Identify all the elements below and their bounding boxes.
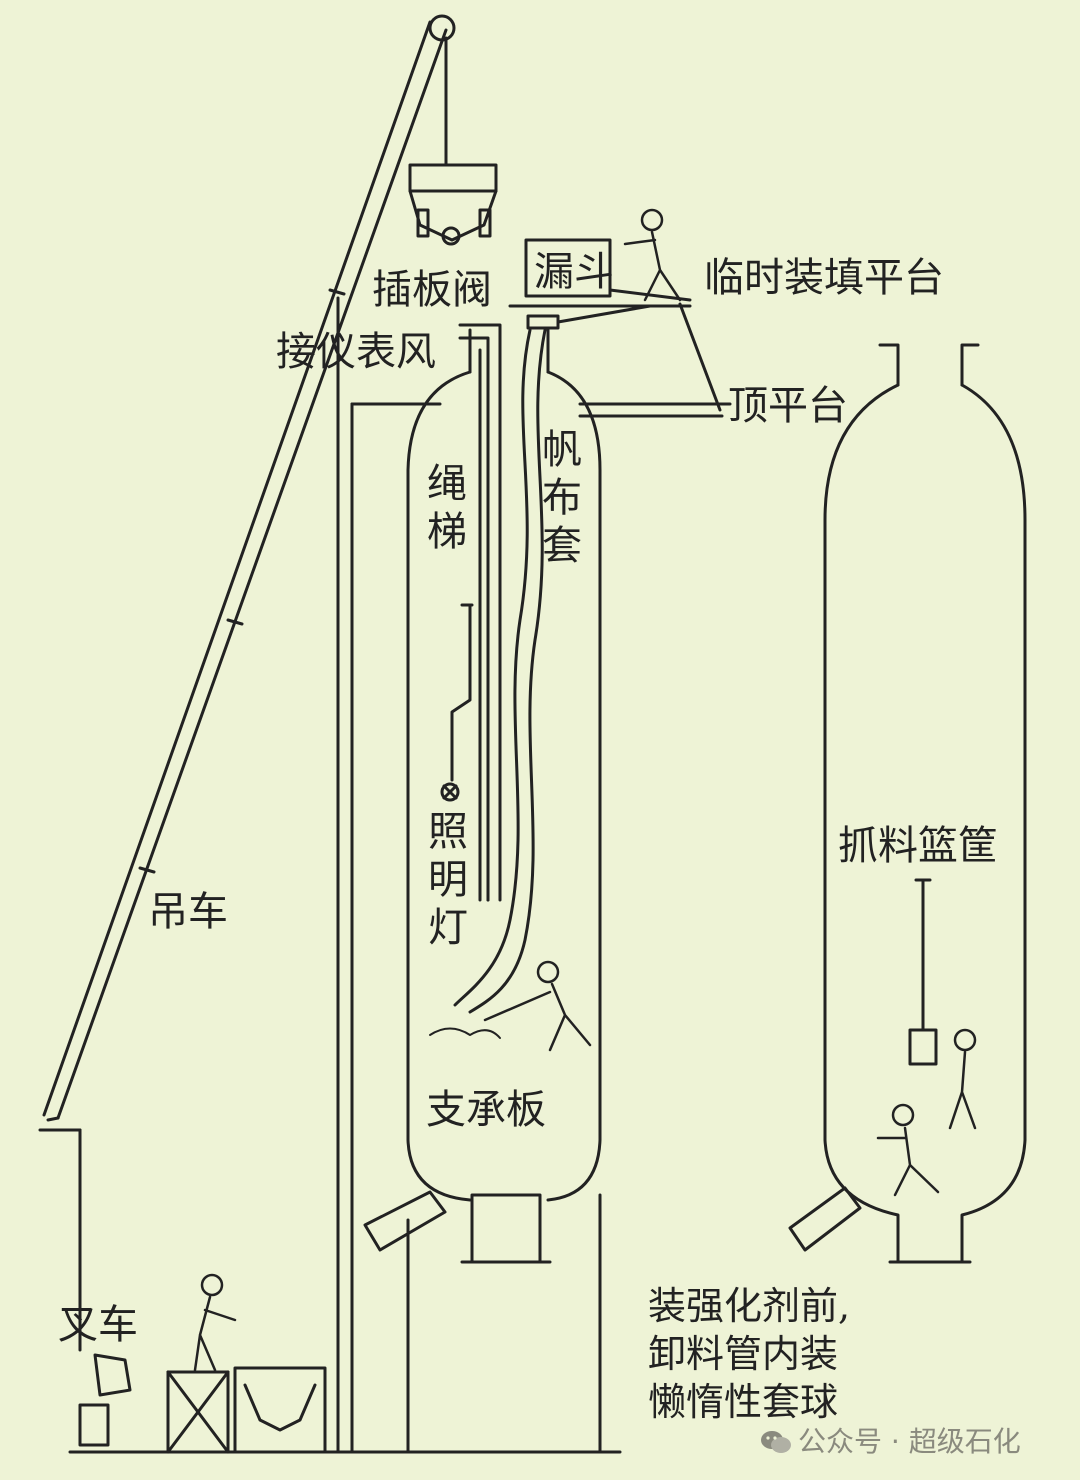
label-temp-platform: 临时装填平台: [704, 255, 944, 301]
loading-bins: [78, 1353, 327, 1454]
support-frame: [336, 296, 732, 1454]
crane-pulley: [428, 14, 456, 42]
label-basket: 抓料篮筐: [838, 823, 998, 869]
discharge-nozzle: [470, 1193, 542, 1264]
note-line-2: 卸料管内装: [648, 1332, 839, 1376]
wechat-icon: [761, 1431, 791, 1453]
funnel-platform: [508, 238, 722, 412]
watermark: 公众号 · 超级石化: [760, 1420, 1021, 1460]
rope-ladder-drawing: [478, 348, 490, 902]
crane-boom: [38, 14, 456, 1352]
label-funnel: 漏斗: [534, 249, 614, 295]
watermark-text: 公众号 · 超级石化: [798, 1425, 1021, 1458]
label-gate-valve: 插板阀: [372, 267, 492, 313]
label-support-plate: 支承板: [426, 1087, 546, 1133]
label-canvas-sleeve: 帆布套: [542, 427, 582, 569]
catalyst-bags: [363, 1186, 862, 1252]
label-rope-ladder: 绳梯: [427, 461, 467, 555]
label-top-platform: 顶平台: [728, 383, 848, 429]
right-reactor: [823, 343, 1027, 1264]
canvas-sleeve-drawing: [453, 328, 547, 1014]
note-text: 装强化剂前, 卸料管内装 懒惰性套球: [648, 1282, 850, 1426]
note-line-1: 装强化剂前,: [648, 1284, 851, 1328]
catalyst-pile: [429, 1027, 501, 1039]
label-forklift: 叉车: [58, 1302, 138, 1348]
instrument-air-pipe: [458, 323, 502, 902]
main-reactor: [406, 328, 602, 1454]
label-lighting-lamp: 照明灯: [428, 809, 468, 951]
lighting-lamp-drawing: [440, 603, 474, 802]
hanging-hopper: [408, 163, 498, 246]
worker-figures: [193, 208, 977, 1372]
note-line-3: 懒惰性套球: [648, 1380, 839, 1424]
label-crane: 吊车: [148, 889, 228, 935]
label-instrument-air: 接仪表风: [276, 329, 436, 375]
